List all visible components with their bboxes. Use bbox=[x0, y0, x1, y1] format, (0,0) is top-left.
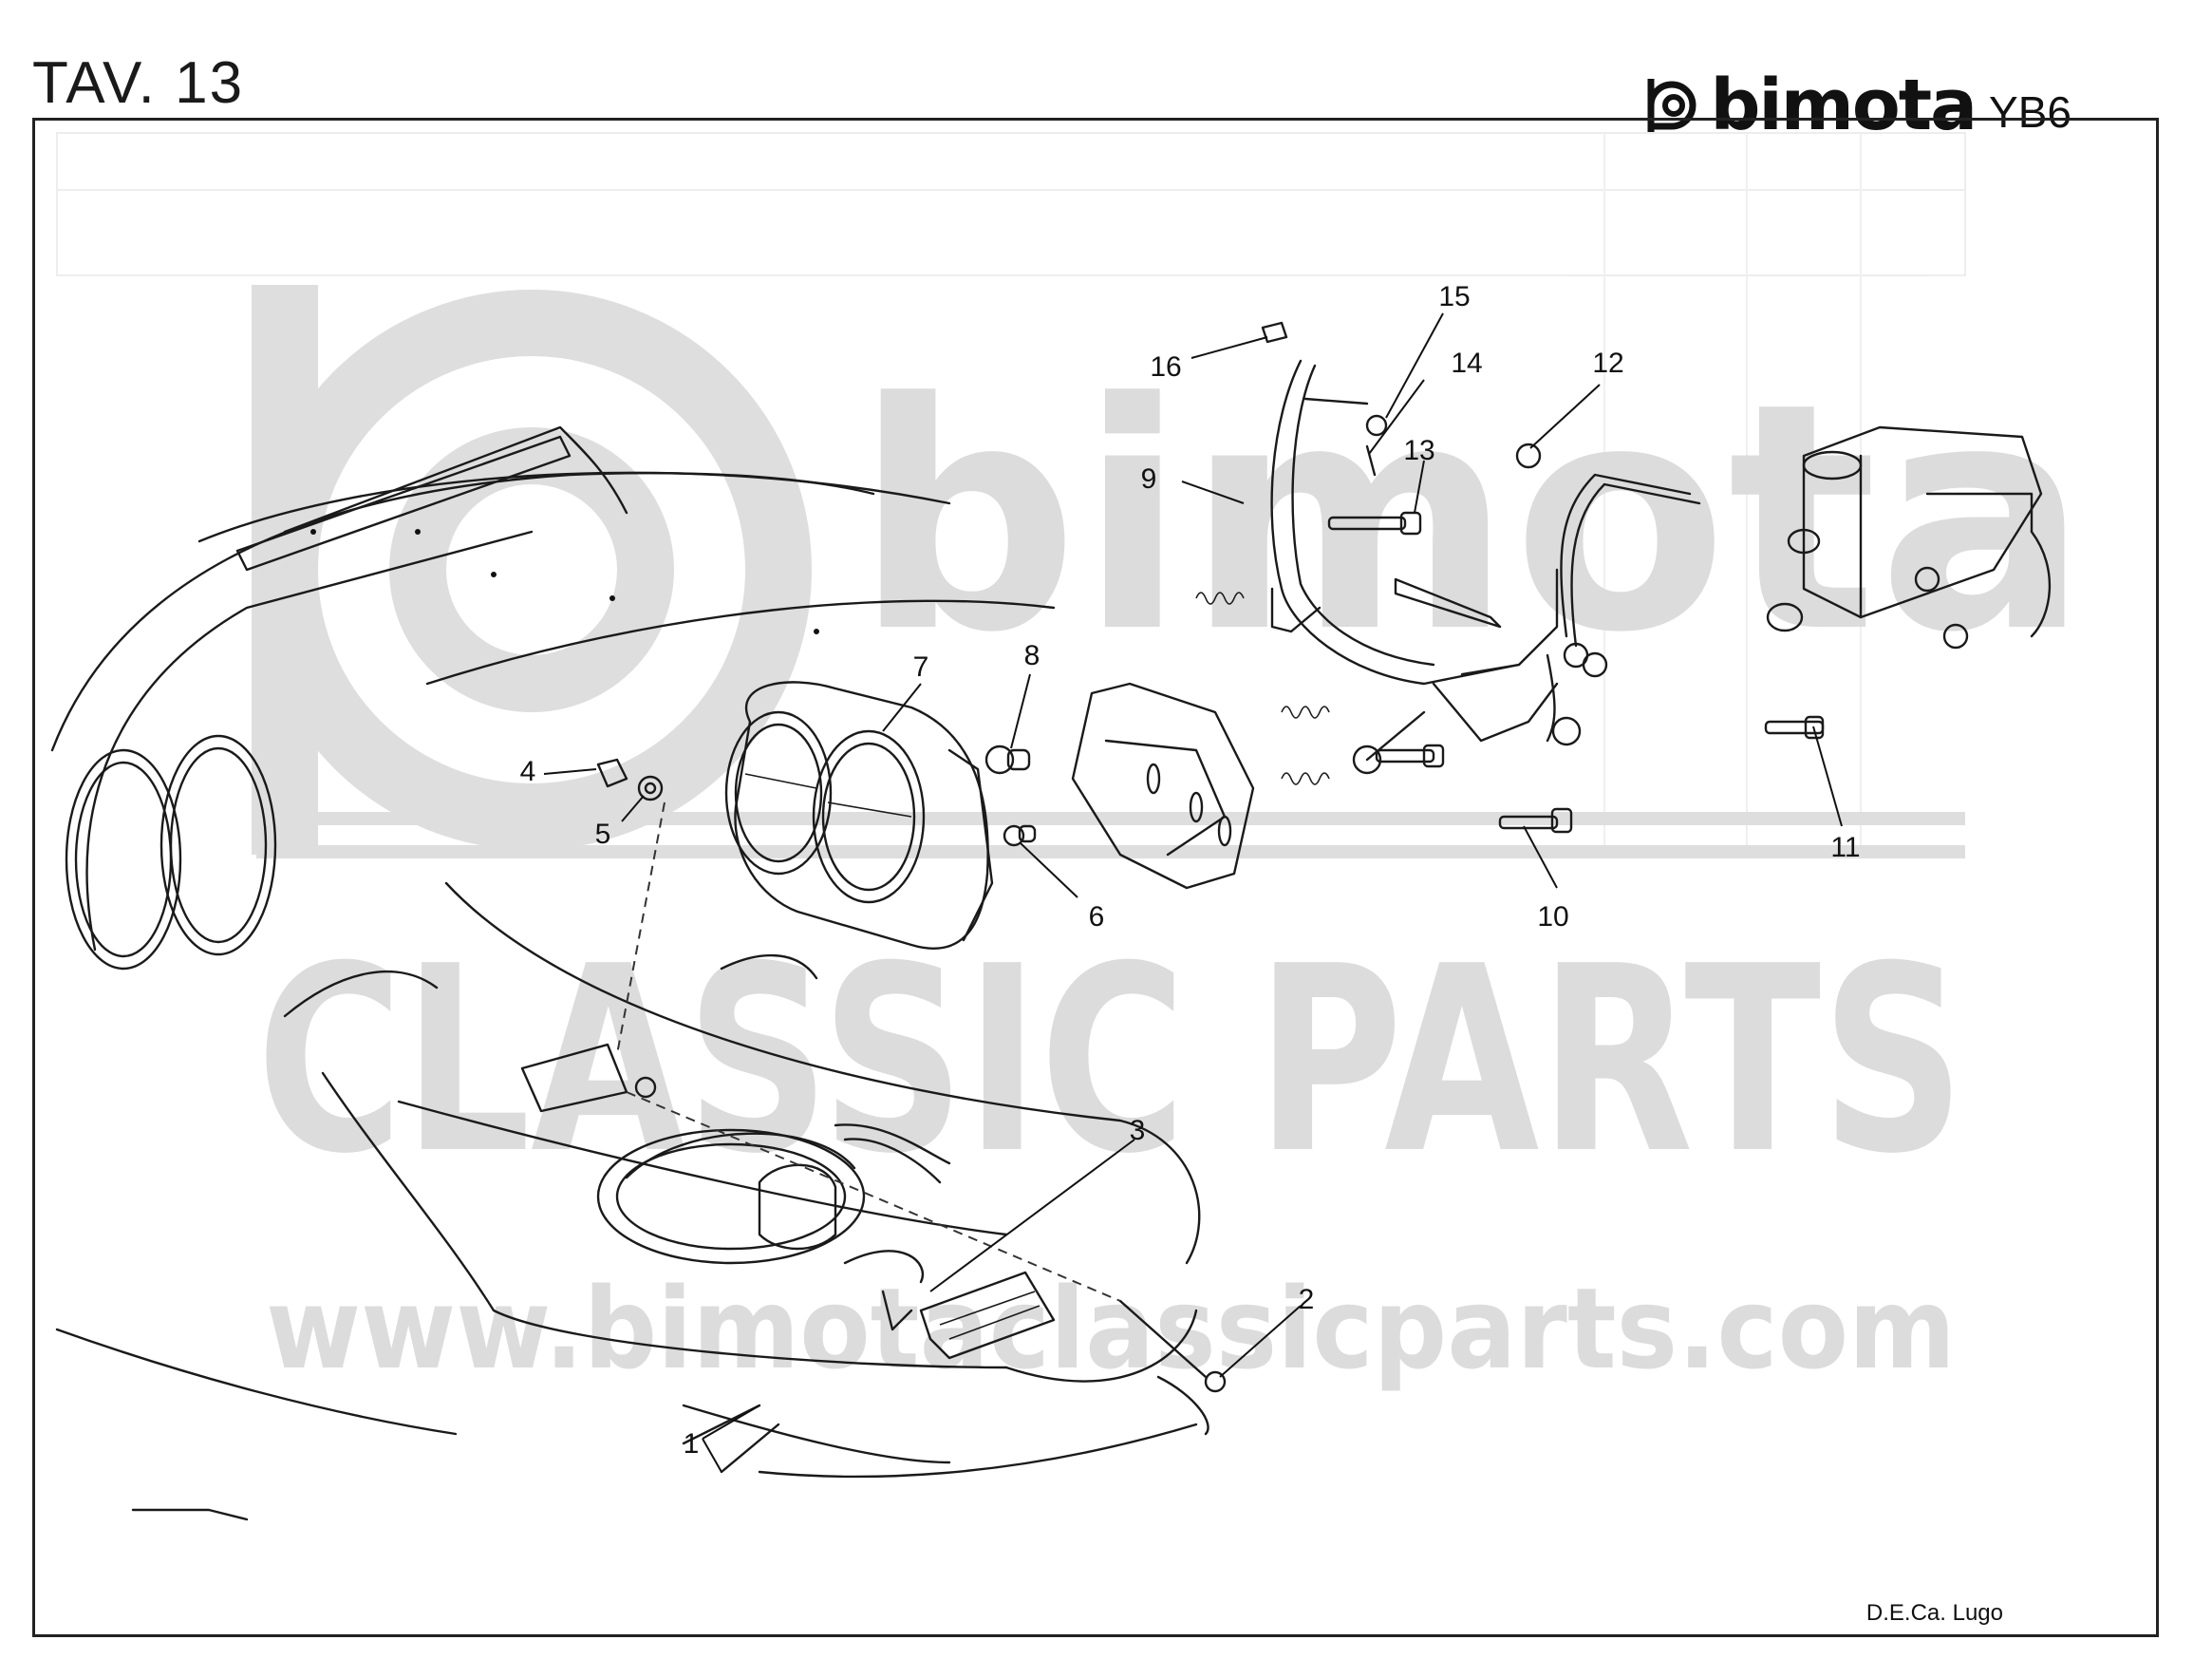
callout-14: 14 bbox=[1451, 348, 1482, 379]
fasteners-drawing bbox=[596, 321, 1825, 1393]
callout-15: 15 bbox=[1438, 281, 1470, 312]
callout-12: 12 bbox=[1592, 348, 1623, 379]
callout-8: 8 bbox=[1024, 640, 1040, 671]
watermark-brand: bimota bbox=[854, 336, 2089, 701]
headlight-shell-drawing bbox=[1071, 682, 1255, 890]
bleed-through-table bbox=[56, 132, 1966, 855]
headlight-drawing bbox=[724, 681, 994, 950]
callout-6: 6 bbox=[1089, 901, 1105, 933]
bimota-logo-icon bbox=[1647, 79, 1696, 132]
watermark-url: www.bimotaclassicparts.com bbox=[266, 1263, 1956, 1394]
headlight-bracket-drawing bbox=[1195, 359, 1701, 785]
callout-1: 1 bbox=[684, 1428, 700, 1460]
callout-4: 4 bbox=[520, 756, 536, 787]
leader-lines bbox=[543, 312, 1843, 1473]
drawing-frame bbox=[32, 118, 2159, 1637]
callout-13: 13 bbox=[1403, 435, 1434, 466]
model-name: YB6 bbox=[1989, 87, 2071, 137]
drawing-credit: D.E.Ca. Lugo bbox=[1865, 1600, 2003, 1626]
callout-10: 10 bbox=[1537, 901, 1568, 933]
watermark-title: CLASSIC PARTS bbox=[256, 911, 1965, 1210]
callout-11: 11 bbox=[1830, 832, 1860, 863]
callout-16: 16 bbox=[1150, 351, 1181, 383]
callout-3: 3 bbox=[1130, 1115, 1146, 1146]
callout-5: 5 bbox=[595, 819, 611, 850]
bulb-drawing bbox=[984, 745, 1037, 847]
plate-number: TAV. 13 bbox=[32, 50, 245, 116]
watermark: bimota CLASSIC PARTS www.bimotaclassicpa… bbox=[252, 285, 2089, 1394]
alignment-lines bbox=[616, 801, 1121, 1302]
frame-subassembly-drawing bbox=[1766, 425, 2052, 650]
callout-labels: 1 2 3 4 5 6 7 8 9 10 11 12 13 14 15 16 bbox=[520, 281, 1861, 1460]
callout-9: 9 bbox=[1141, 463, 1157, 495]
fairing-drawing bbox=[50, 425, 1209, 1521]
indicator-drawing bbox=[520, 1043, 1056, 1360]
callout-7: 7 bbox=[913, 651, 929, 683]
callout-2: 2 bbox=[1299, 1284, 1315, 1315]
